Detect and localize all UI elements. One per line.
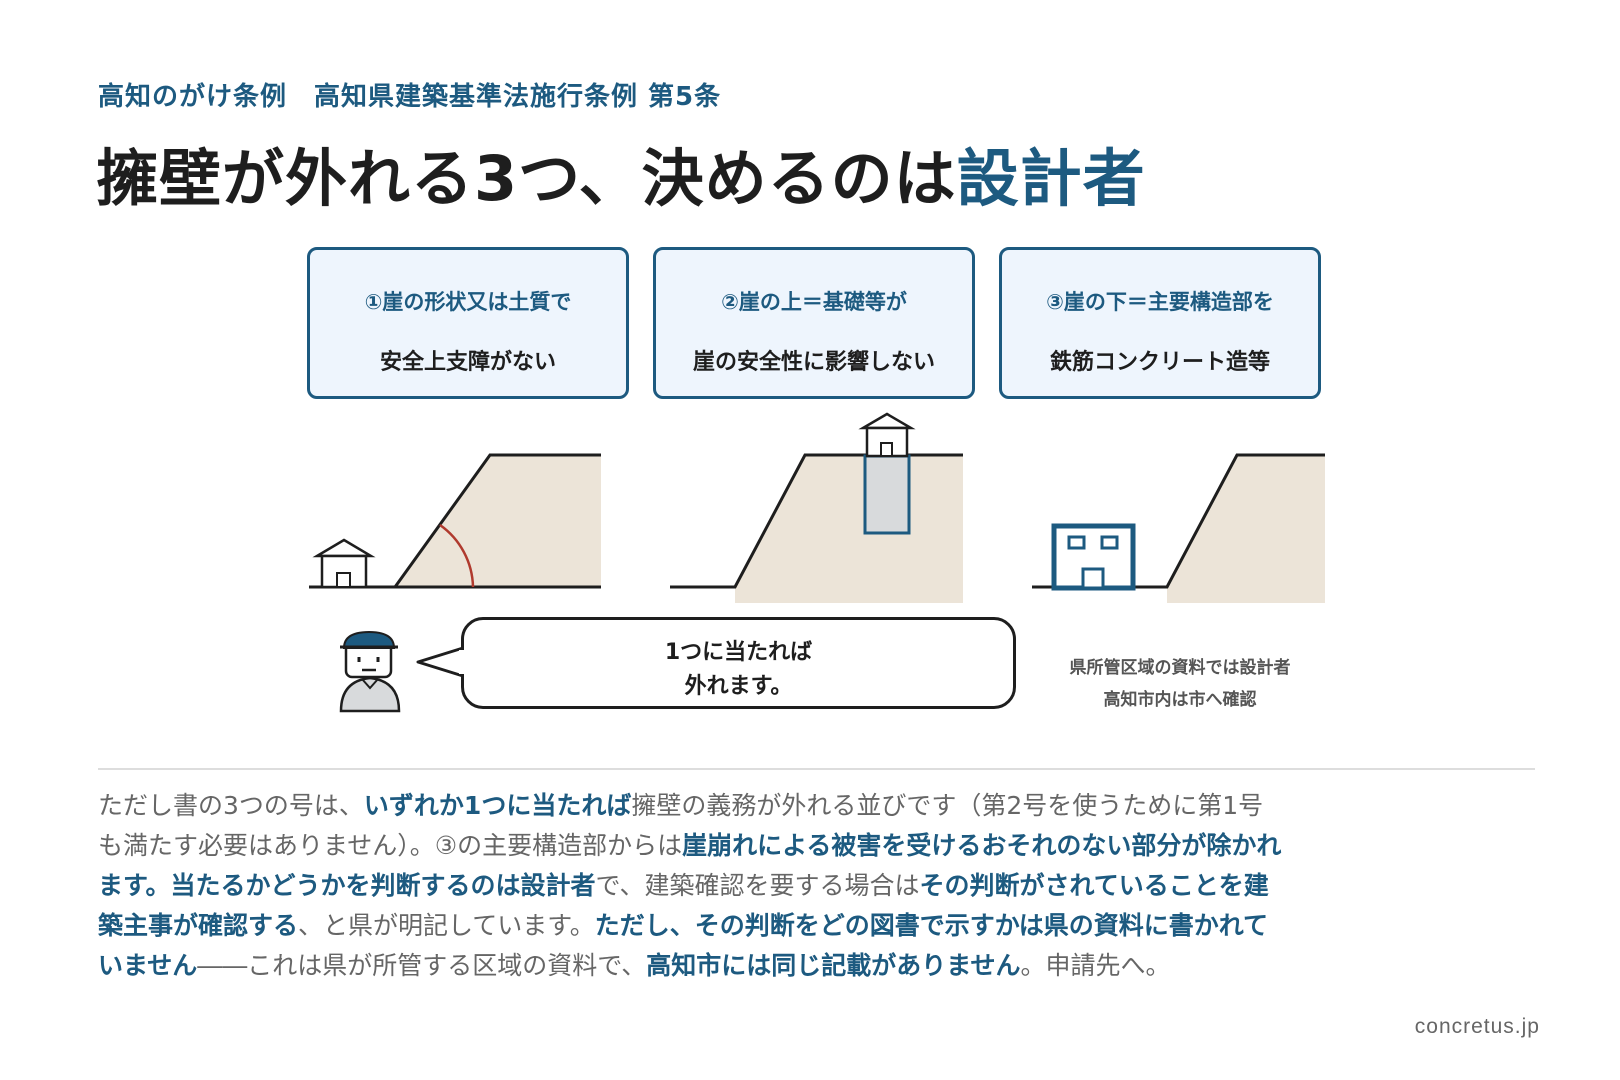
condition-card-1: ①崖の形状又は土質で 安全上支障がない bbox=[307, 247, 629, 399]
side-note-line1: 県所管区域の資料では設計者 bbox=[1069, 658, 1291, 678]
site-credit: concretus.jp bbox=[1414, 1015, 1540, 1038]
title-main: 擁壁が外れる3つ、決めるのは bbox=[96, 142, 957, 215]
condition-3-line1: ③崖の下＝主要構造部を bbox=[1046, 290, 1274, 314]
house-on-top-icon bbox=[858, 412, 916, 458]
condition-card-2: ②崖の上＝基礎等が 崖の安全性に影響しない bbox=[653, 247, 975, 399]
explanation-paragraph: ただし書の3つの号は、いずれか1つに当たれば擁壁の義務が外れる並びです（第2号を… bbox=[98, 786, 1288, 986]
title-accent: 設計者 bbox=[956, 142, 1146, 215]
angle-arc-icon bbox=[439, 523, 475, 588]
slope-fill bbox=[1167, 455, 1325, 603]
rc-building-icon bbox=[1051, 523, 1136, 591]
emphasis-segment: 崖崩れによる被害を受けるおそれのない部分が除かれます。当たるかどうかを判断するの… bbox=[98, 831, 1282, 900]
page-kicker: 高知のがけ条例 高知県建築基準法施行条例 第5条 bbox=[98, 82, 722, 112]
diagram-top-foundation bbox=[670, 412, 963, 603]
emphasis-segment: いずれか1つに当たれば bbox=[363, 791, 632, 820]
speech-bubble: 1つに当たれば 外れます。 bbox=[461, 617, 1016, 709]
emphasis-segment: 高知市には同じ記載がありません bbox=[646, 951, 1021, 980]
condition-2-line1: ②崖の上＝基礎等が bbox=[721, 290, 907, 314]
side-note: 県所管区域の資料では設計者 高知市内は市へ確認 bbox=[1040, 652, 1320, 716]
condition-card-3: ③崖の下＝主要構造部を 鉄筋コンクリート造等 bbox=[999, 247, 1321, 399]
text-segment: ――これは県が所管する区域の資料で、 bbox=[197, 951, 647, 980]
slope-fill bbox=[395, 455, 601, 587]
speech-line2: 外れます。 bbox=[684, 674, 793, 699]
guide-character-icon bbox=[339, 630, 401, 713]
condition-1-line1: ①崖の形状又は土質で bbox=[364, 290, 572, 314]
text-segment: ただし書の3つの号は、 bbox=[98, 791, 364, 820]
condition-1-line2: 安全上支障がない bbox=[379, 350, 556, 375]
emphasis-segment: その判断がされていることを建築主事が確認する bbox=[98, 871, 1269, 940]
text-segment: 擁壁の義務が外れる並びです（第2号を使うために第1号も満たす必要はありません）。… bbox=[98, 791, 1264, 860]
text-segment: 。申請先へ。 bbox=[1020, 951, 1171, 980]
emphasis-segment: ただし、その判断をどの図書で示すかは県の資料に書かれていません bbox=[98, 911, 1269, 980]
page-title: 擁壁が外れる3つ、決めるのは設計者 bbox=[96, 128, 1146, 218]
condition-3-line2: 鉄筋コンクリート造等 bbox=[1049, 350, 1270, 375]
house-icon bbox=[312, 538, 376, 589]
side-note-line2: 高知市内は市へ確認 bbox=[1103, 690, 1257, 710]
text-segment: 、と県が明記しています。 bbox=[298, 911, 595, 940]
text-segment: で、建築確認を要する場合は bbox=[595, 871, 920, 900]
diagram-bottom-rc bbox=[1032, 453, 1325, 603]
slope-line bbox=[393, 453, 601, 588]
condition-2-line2: 崖の安全性に影響しない bbox=[692, 350, 935, 375]
divider bbox=[98, 768, 1535, 770]
speech-line1: 1つに当たれば bbox=[664, 640, 813, 665]
diagram-slope-angle bbox=[309, 453, 601, 589]
